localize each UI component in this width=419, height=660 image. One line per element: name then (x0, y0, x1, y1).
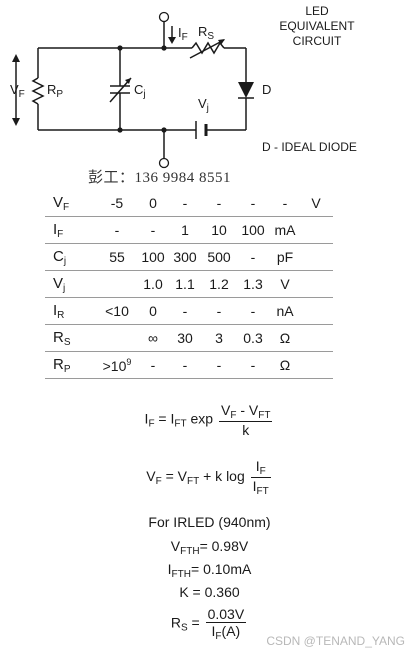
table-cell: 0 (139, 190, 167, 217)
table-cell: - (271, 190, 299, 217)
unit-cell: V (299, 190, 333, 217)
table-cell: - (203, 351, 235, 379)
led-equivalent-circuit-diagram: VF RP Cj IF RS D Vj LED EQUIVALENT CIRCU… (10, 4, 357, 169)
irled-k: K = 0.360 (179, 584, 240, 600)
watermark: CSDN @TENAND_YANG (266, 634, 405, 648)
table-cell: 1.2 (203, 270, 235, 298)
table-cell: 0.3 (235, 324, 271, 352)
circuit-title-line-3: CIRCUIT (293, 34, 342, 48)
vf-label: VF (10, 82, 25, 100)
table-cell: >109 (95, 351, 139, 379)
table-cell: - (235, 351, 271, 379)
unit-cell (299, 243, 333, 271)
unit-cell (299, 216, 333, 244)
table-cell: 0 (139, 297, 167, 325)
table-cell: 1.3 (235, 270, 271, 298)
table-cell: ∞ (139, 324, 167, 352)
table-cell: 1 (167, 216, 203, 244)
unit-cell (299, 351, 333, 379)
contact-line: 彭工：136 9984 8551 (88, 170, 232, 186)
table-cell: -5 (95, 190, 139, 217)
parameter-symbol: Vj (45, 270, 95, 298)
parameter-symbol: IR (45, 297, 95, 325)
table-cell: 1.0 (139, 270, 167, 298)
table-cell: - (167, 297, 203, 325)
parameter-symbol: RS (45, 324, 95, 352)
vj-label: Vj (198, 96, 209, 114)
table-row: RP>109----Ω (45, 351, 333, 379)
d-label: D (262, 82, 271, 97)
table-cell: - (235, 297, 271, 325)
parameter-symbol: Cj (45, 243, 95, 271)
table-cell: mA (271, 216, 299, 244)
table-cell: 55 (95, 243, 139, 271)
table-cell: 10 (203, 216, 235, 244)
table-cell: 3 (203, 324, 235, 352)
table-cell: - (167, 351, 203, 379)
table-cell: 30 (167, 324, 203, 352)
table-cell: nA (271, 297, 299, 325)
unit-cell (299, 270, 333, 298)
unit-cell (299, 324, 333, 352)
table-cell (95, 270, 139, 298)
table-cell: 100 (139, 243, 167, 271)
circuit-title-line-1: LED (305, 4, 329, 18)
table-cell (95, 324, 139, 352)
table-cell: 300 (167, 243, 203, 271)
unit-cell (299, 297, 333, 325)
table-cell: - (203, 297, 235, 325)
rs-label: RS (198, 24, 214, 42)
table-cell: - (235, 243, 271, 271)
table-cell: 100 (235, 216, 271, 244)
rp-label: RP (47, 82, 63, 100)
parameter-symbol: IF (45, 216, 95, 244)
table-cell: - (203, 190, 235, 217)
parameter-symbol: RP (45, 351, 95, 379)
irled-ifth: IFTH= 0.10mA (167, 561, 252, 580)
if-label: IF (178, 25, 188, 43)
table-cell: 500 (203, 243, 235, 271)
table-cell: Ω (271, 351, 299, 379)
table-cell: - (139, 216, 167, 244)
cj-label: Cj (134, 82, 146, 100)
parameter-symbol: VF (45, 190, 95, 217)
irled-heading: For IRLED (940nm) (148, 514, 271, 530)
table-cell: pF (271, 243, 299, 271)
ideal-diode-note: D - IDEAL DIODE (262, 140, 357, 154)
table-cell: - (95, 216, 139, 244)
irled-vfth: VFTH= 0.98V (170, 538, 249, 557)
table-cell: - (167, 190, 203, 217)
table-cell: 1.1 (167, 270, 203, 298)
table-cell: - (139, 351, 167, 379)
table-cell: V (271, 270, 299, 298)
circuit-title-line-2: EQUIVALENT (279, 19, 355, 33)
table-cell: Ω (271, 324, 299, 352)
table-cell: <10 (95, 297, 139, 325)
table-cell: - (235, 190, 271, 217)
